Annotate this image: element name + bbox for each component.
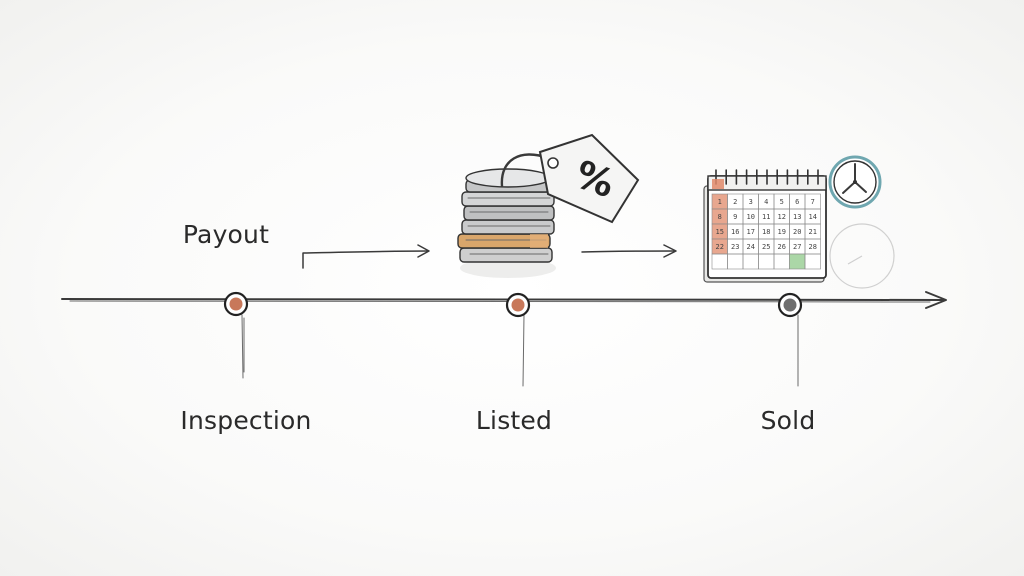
- flow-arrow-2: [581, 244, 677, 258]
- clock-icon: [828, 155, 895, 289]
- calendar-day-number: 18: [762, 228, 770, 236]
- calendar-day-number: 27: [793, 243, 801, 251]
- calendar-day-number: 21: [809, 228, 817, 236]
- calendar-day-number: 15: [716, 228, 724, 236]
- calendar-day-number: 13: [793, 213, 801, 221]
- calendar-day-number: 2: [733, 198, 737, 206]
- payout-label: Payout: [182, 220, 270, 249]
- calendar-day-number: 28: [809, 243, 817, 251]
- calendar-day-number: 12: [778, 213, 786, 221]
- stage-marker-sold: [777, 292, 803, 318]
- stage-marker-inspection: [223, 291, 249, 317]
- stage-label-listed: Listed: [475, 406, 553, 435]
- calendar-day-number: 22: [716, 243, 724, 251]
- calendar-day-number: 26: [778, 243, 786, 251]
- timeline-axis: [61, 291, 947, 309]
- calendar-day-number: 19: [778, 228, 786, 236]
- calendar-rings: [715, 169, 819, 185]
- flow-arrow-1: [302, 244, 430, 269]
- calendar-cell: [804, 253, 821, 270]
- calendar-day-number: 11: [762, 213, 770, 221]
- calendar-day-number: 17: [747, 228, 755, 236]
- calendar-day-number: 6: [795, 198, 799, 206]
- coin-stack-icon: [457, 168, 556, 278]
- price-tag-icon: %: [500, 133, 640, 224]
- calendar-day-number: 4: [764, 198, 768, 206]
- stage-label-sold: Sold: [760, 406, 816, 435]
- calendar-day-number: 25: [762, 243, 770, 251]
- stage-label-inspection: Inspection: [180, 406, 312, 435]
- calendar-day-number: 14: [809, 213, 817, 221]
- calendar-day-number: 5: [780, 198, 784, 206]
- calendar-day-number: 3: [749, 198, 753, 206]
- stage-drop-lines: [241, 314, 799, 387]
- calendar-day-number: 24: [747, 243, 755, 251]
- calendar-cell: [789, 253, 806, 270]
- calendar-day-number: 20: [793, 228, 801, 236]
- calendar-day-number: 16: [731, 228, 739, 236]
- calendar-day-number: 10: [747, 213, 755, 221]
- calendar-day-number: 7: [811, 198, 815, 206]
- calendar-day-number: 1: [718, 198, 722, 206]
- calendar-day-number: 9: [733, 213, 737, 221]
- stage-marker-listed: [505, 292, 531, 318]
- calendar-day-number: 23: [731, 243, 739, 251]
- calendar-day-number: 8: [718, 213, 722, 221]
